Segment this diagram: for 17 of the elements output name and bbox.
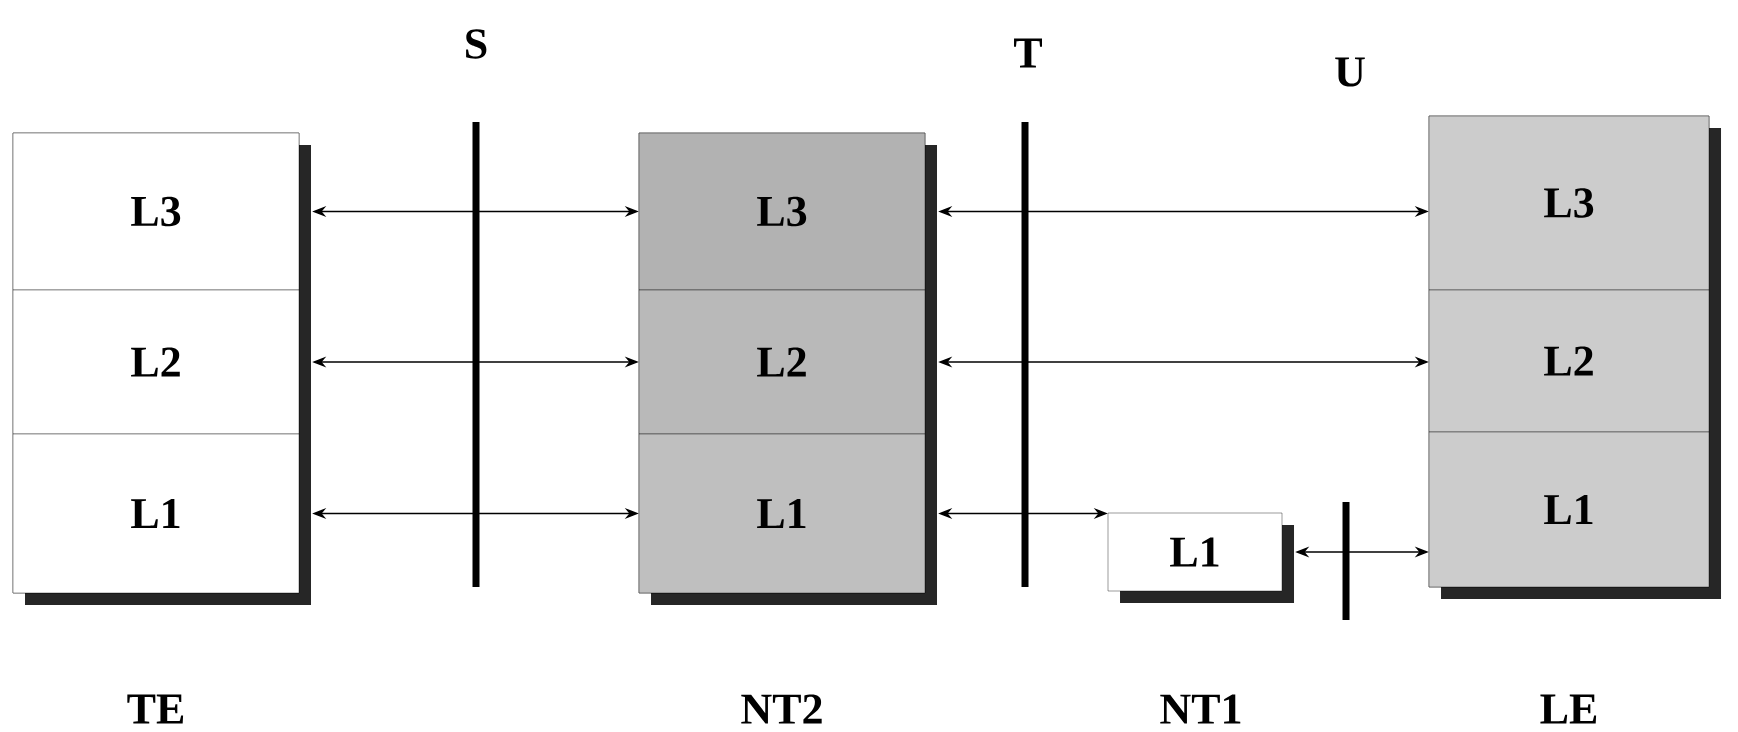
device-label: NT1: [1160, 694, 1241, 724]
reference-point-label: T: [1014, 38, 1042, 68]
reference-point-label: S: [466, 29, 487, 59]
layer-box: L2: [1428, 289, 1710, 433]
stack-label: TE: [127, 694, 184, 724]
layer-box: L3: [1428, 115, 1710, 291]
layer-box: L1: [1428, 431, 1710, 588]
layer-box: L1: [12, 433, 300, 594]
reference-point-label: U: [1335, 57, 1365, 87]
layer-box: L1: [1107, 512, 1294, 603]
stack-label: LE: [1540, 694, 1597, 724]
stack-label: NT2: [741, 694, 822, 724]
layer-box: L2: [638, 289, 926, 435]
layer-box: L3: [12, 132, 300, 291]
layer-box: L1: [638, 433, 926, 594]
layer-box: L3: [638, 132, 926, 291]
layer-box: L2: [12, 289, 300, 435]
